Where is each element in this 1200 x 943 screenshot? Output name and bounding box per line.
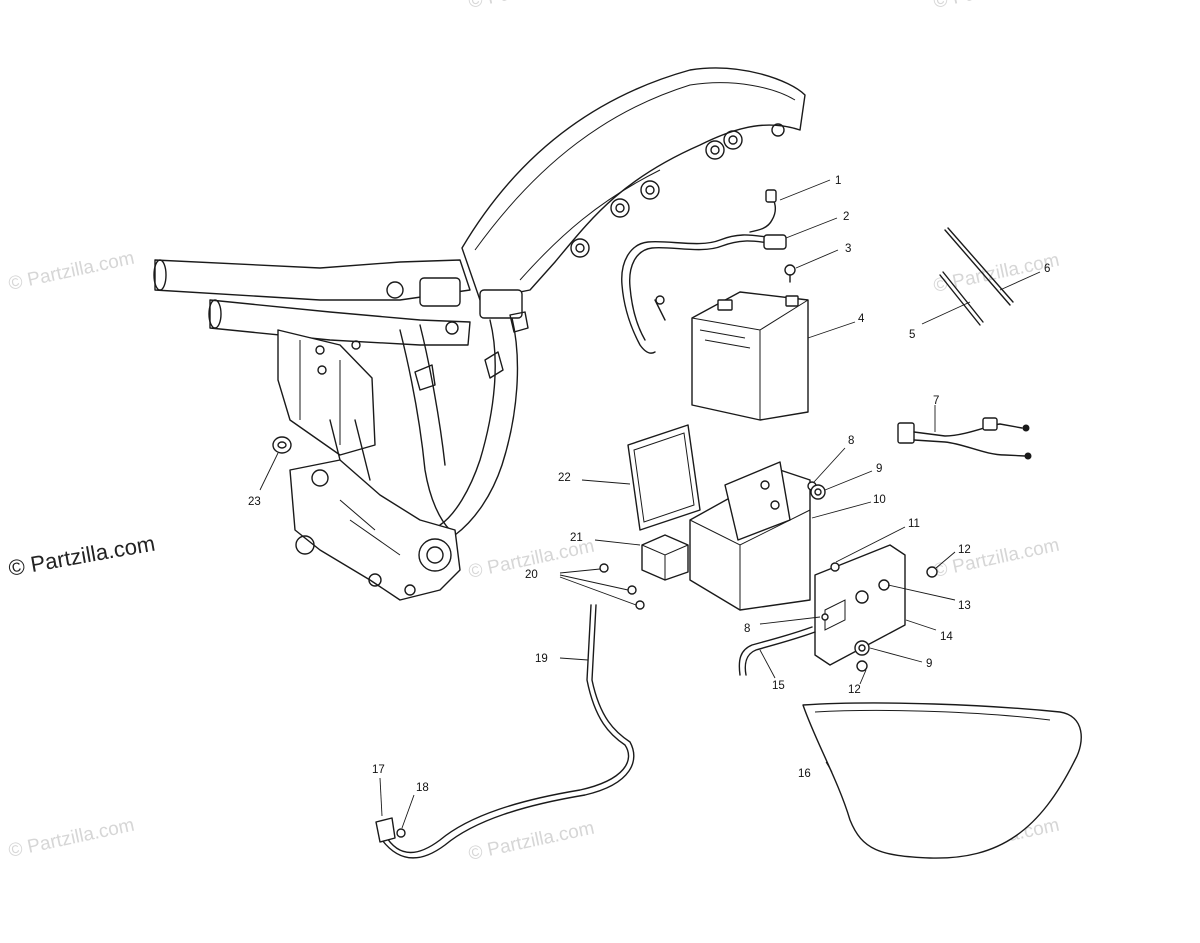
- callout-9b: 9: [926, 658, 932, 670]
- part-17-fitting: [375, 817, 396, 843]
- part-19-vent-hose: [381, 604, 635, 859]
- callout-10: 10: [873, 494, 886, 506]
- callout-21: 21: [570, 532, 583, 544]
- callout-2: 2: [843, 211, 849, 223]
- part-7-harness: [897, 417, 1032, 460]
- callout-20: 20: [525, 569, 538, 581]
- part-5-6-cable-ties: [939, 227, 1014, 326]
- callout-8: 8: [848, 435, 854, 447]
- part-22-cover-plate: [627, 424, 701, 531]
- callout-9: 9: [876, 463, 882, 475]
- watermark-bottom-mid: © Partzilla.com: [467, 818, 597, 865]
- part-23-grommet: [272, 436, 292, 454]
- leader-lines: [259, 179, 1041, 829]
- callouts: 1 2 3 4 5 6 7 8 9 10 11 12 13 14 15 16 1…: [248, 175, 1050, 794]
- callout-12: 12: [958, 544, 971, 556]
- callout-15: 15: [772, 680, 785, 692]
- part-10-battery-tray: [689, 461, 811, 611]
- part-4-battery: [691, 291, 809, 421]
- callout-19: 19: [535, 653, 548, 665]
- watermark-top-center: © Partzilla.com: [467, 0, 597, 13]
- part-14-bracket: [814, 544, 906, 666]
- part-1-cable-end: [749, 189, 777, 233]
- callout-17: 17: [372, 764, 385, 776]
- callout-3: 3: [845, 243, 851, 255]
- watermark-dark: © Partzilla.com: [7, 531, 157, 581]
- callout-14: 14: [940, 631, 953, 643]
- part-3-screw: [784, 264, 796, 283]
- callout-22: 22: [558, 472, 571, 484]
- part-16-side-cover: [802, 702, 1082, 859]
- callout-1: 1: [835, 175, 841, 187]
- part-21-relay: [641, 534, 689, 581]
- hardware: [599, 481, 938, 672]
- callout-11: 11: [908, 518, 920, 530]
- watermark-bottom-left: © Partzilla.com: [7, 815, 137, 862]
- part-15-rod: [738, 626, 816, 676]
- callout-12b: 12: [848, 684, 861, 696]
- callout-18: 18: [416, 782, 429, 794]
- callout-8b: 8: [744, 623, 750, 635]
- callout-16: 16: [798, 768, 811, 780]
- callout-6: 6: [1044, 263, 1050, 275]
- watermark-top-left: © Partzilla.com: [7, 248, 137, 295]
- callout-23: 23: [248, 496, 261, 508]
- watermark-right-mid: © Partzilla.com: [932, 535, 1062, 582]
- frame: [153, 67, 806, 601]
- callout-4: 4: [858, 313, 865, 325]
- callout-7: 7: [933, 395, 939, 407]
- watermark-top-corner: © Partzilla.com: [932, 0, 1062, 13]
- callout-13: 13: [958, 600, 971, 612]
- part-2-battery-cable: [621, 234, 787, 354]
- callout-5: 5: [909, 329, 915, 341]
- part-18-nut: [396, 828, 406, 838]
